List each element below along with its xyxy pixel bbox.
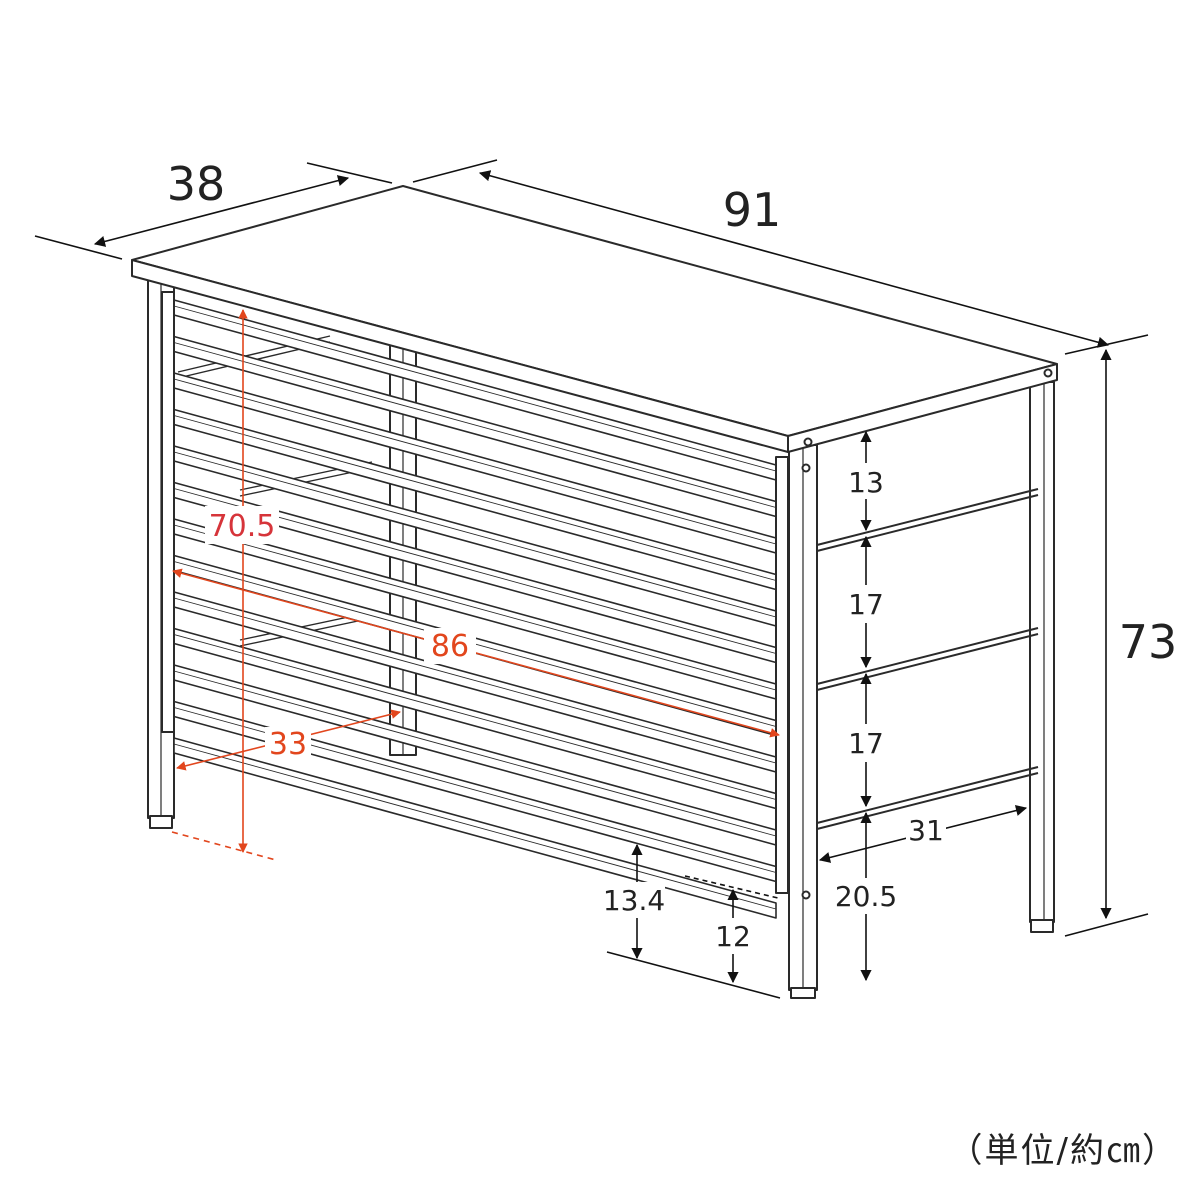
label-inner-height: 70.5 <box>209 509 276 544</box>
label-shelf-depth: 31 <box>908 814 944 847</box>
front-right-leg <box>788 444 818 999</box>
label-shelf-gap-3: 17 <box>848 727 884 760</box>
slat-highlight <box>173 342 777 508</box>
slat <box>173 664 777 846</box>
label-bottom-shelf-height: 20.5 <box>835 880 897 913</box>
label-shelf-gap-2: 17 <box>848 588 884 621</box>
slat-frame-right <box>775 456 789 894</box>
slat-highlight <box>173 743 777 910</box>
label-height-total: 73 <box>1119 615 1178 669</box>
label-shelf-gap-1: 13 <box>848 466 884 499</box>
slat-highlight <box>173 415 777 581</box>
unit-note: （単位/約㎝） <box>948 1131 1178 1171</box>
side-rails <box>816 488 1039 830</box>
slat-highlight <box>173 305 777 472</box>
label-panel-bottom-gap: 12 <box>715 920 751 953</box>
label-panel-clearance: 13.4 <box>603 884 665 917</box>
label-inner-width: 86 <box>431 629 469 664</box>
slat <box>173 591 777 773</box>
slat-highlight <box>173 378 777 545</box>
slat <box>173 518 777 700</box>
dimension-labels: 38 91 73 70.5 86 33 13 17 17 31 20.5 13.… <box>167 157 1178 954</box>
back-right-leg <box>1029 381 1055 933</box>
slat-frame-left <box>161 291 175 733</box>
cabinet-structure <box>131 185 1058 999</box>
slat <box>173 408 777 591</box>
label-inner-depth: 33 <box>269 727 307 762</box>
label-width-top: 91 <box>723 183 782 237</box>
label-depth-top: 38 <box>167 157 226 211</box>
slat <box>173 737 777 919</box>
slat <box>173 700 777 883</box>
